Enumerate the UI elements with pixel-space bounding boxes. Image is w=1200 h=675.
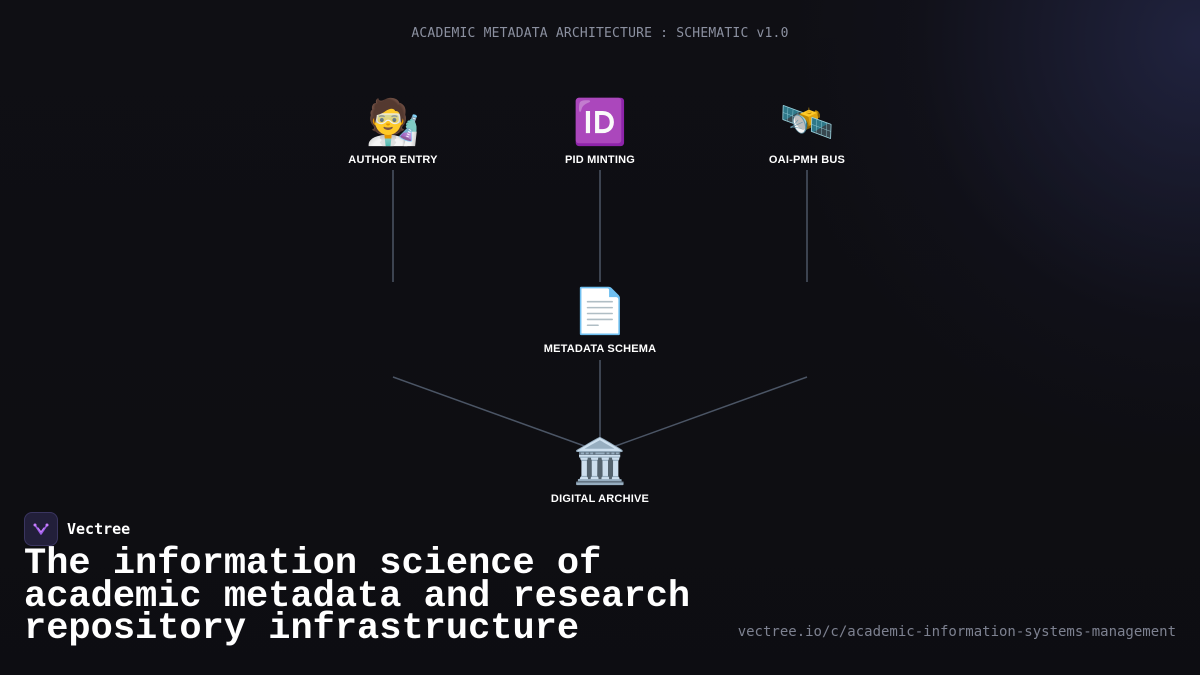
page-url[interactable]: vectree.io/c/academic-information-system… bbox=[737, 624, 1176, 640]
edge-author-entry-to-digital-archive bbox=[392, 376, 591, 449]
node-label: METADATA SCHEMA bbox=[543, 343, 657, 355]
node-label: OAI-PMH BUS bbox=[768, 154, 846, 166]
edge-oai-pmh-bus-to-digital-archive bbox=[609, 376, 808, 449]
document-icon: 📄 bbox=[572, 286, 628, 337]
brand-name: Vectree bbox=[67, 520, 131, 538]
node-oai-pmh-bus: 🛰️ OAI-PMH BUS bbox=[717, 95, 897, 166]
node-label: PID MINTING bbox=[564, 154, 636, 166]
node-author-entry: 🧑‍🔬 AUTHOR ENTRY bbox=[303, 95, 483, 166]
node-label: DIGITAL ARCHIVE bbox=[550, 493, 650, 505]
scientist-icon: 🧑‍🔬 bbox=[365, 97, 421, 148]
satellite-icon: 🛰️ bbox=[779, 97, 835, 148]
node-label: AUTHOR ENTRY bbox=[348, 154, 438, 166]
node-pid-minting: 🆔 PID MINTING bbox=[510, 95, 690, 166]
vectree-logo-icon bbox=[24, 512, 58, 546]
node-metadata-schema: 📄 METADATA SCHEMA bbox=[510, 284, 690, 355]
brand: Vectree bbox=[24, 512, 130, 546]
classical-building-icon: 🏛️ bbox=[572, 436, 628, 487]
headline: The information science of academic meta… bbox=[24, 543, 691, 650]
id-icon: 🆔 bbox=[572, 97, 628, 148]
vectree-logo-mark bbox=[33, 523, 49, 535]
diagram-title: ACADEMIC METADATA ARCHITECTURE : SCHEMAT… bbox=[411, 26, 789, 41]
node-digital-archive: 🏛️ DIGITAL ARCHIVE bbox=[510, 434, 690, 505]
